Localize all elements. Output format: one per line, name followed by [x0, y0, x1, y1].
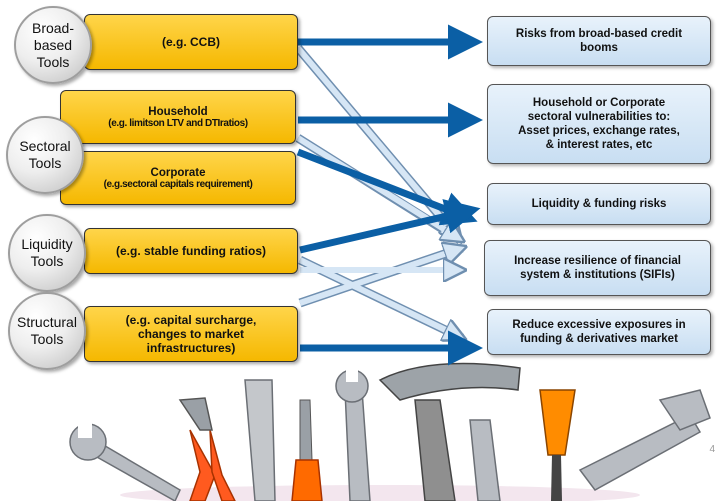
- instrument-sub: (e.g. limitson LTV and DTIratios): [108, 117, 248, 129]
- tool-group-sectoral: Sectoral Tools: [6, 116, 84, 194]
- instrument-main: (e.g. stable funding ratios): [115, 244, 266, 258]
- objective-sectoral-vulnerabilities: Household or Corporate sectoral vulnerab…: [487, 84, 711, 164]
- objective-label: Risks from broad-based credit booms: [515, 28, 683, 54]
- saw-blade-icon: [244, 379, 276, 501]
- tools-illustration: [69, 362, 711, 501]
- instrument-sub: (e.g.sectoral capitals requirement): [103, 178, 253, 190]
- combination-wrench-icon: [335, 368, 371, 501]
- instrument-stable-funding: (e.g. stable funding ratios): [84, 228, 298, 274]
- tool-group-label: Broad- based Tools: [31, 19, 75, 70]
- instrument-capital-surcharge: (e.g. capital surcharge, changes to mark…: [84, 306, 298, 362]
- floor-shadow: [120, 485, 640, 501]
- screwdriver-icon: [539, 389, 576, 501]
- page-number: 4: [709, 444, 715, 455]
- objective-label: Liquidity & funding risks: [531, 198, 667, 210]
- pliers-icon: [178, 397, 236, 501]
- tool-group-liquidity: Liquidity Tools: [8, 214, 86, 292]
- instrument-corporate: Corporate (e.g.sectoral capitals require…: [60, 151, 296, 205]
- tool-group-label: Liquidity Tools: [21, 236, 73, 269]
- tool-group-label: Structural Tools: [17, 314, 77, 347]
- arrow-structural-to-resilience: [299, 250, 456, 306]
- arrow-liquidity-to-funding: [299, 199, 481, 254]
- screwdriver-icon: [291, 399, 323, 501]
- instrument-main: (e.g. CCB): [162, 35, 220, 49]
- hammer-icon: [378, 362, 521, 501]
- tool-group-label: Sectoral Tools: [19, 138, 71, 171]
- objective-label: Reduce excessive exposures in funding & …: [512, 319, 686, 345]
- arrow-corporate-to-liquidity: [296, 148, 478, 226]
- instrument-ccb: (e.g. CCB): [84, 14, 298, 70]
- objective-reduce-exposures: Reduce excessive exposures in funding & …: [487, 309, 711, 355]
- wrench-icon: [69, 422, 181, 501]
- objective-label: Household or Corporate sectoral vulnerab…: [518, 97, 680, 151]
- wrench-icon: [469, 419, 501, 501]
- objective-credit-booms: Risks from broad-based credit booms: [487, 16, 711, 66]
- objective-resilience: Increase resilience of financial system …: [484, 240, 711, 296]
- adjustable-wrench-icon: [578, 389, 711, 491]
- tool-group-structural: Structural Tools: [8, 292, 86, 370]
- instrument-household: Household (e.g. limitson LTV and DTIrati…: [60, 90, 296, 144]
- objective-label: Increase resilience of financial system …: [514, 255, 681, 281]
- instrument-main: (e.g. capital surcharge, changes to mark…: [125, 313, 257, 355]
- instrument-main: Corporate: [150, 166, 206, 179]
- tool-group-broad-based: Broad- based Tools: [14, 6, 92, 84]
- objective-liquidity-funding: Liquidity & funding risks: [487, 183, 711, 225]
- instrument-main: Household: [148, 105, 208, 118]
